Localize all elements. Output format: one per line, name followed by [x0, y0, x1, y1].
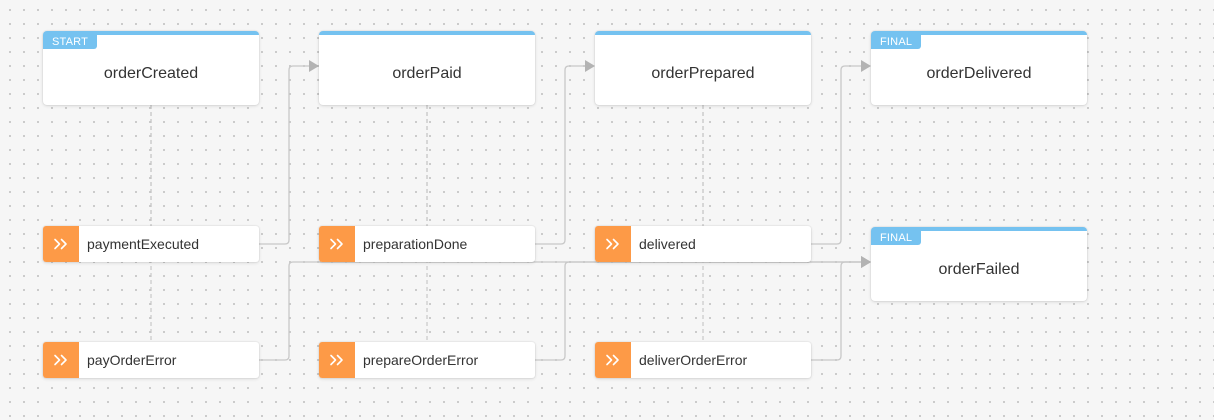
arrowhead-icon	[585, 60, 595, 72]
event-label: deliverOrderError	[639, 352, 748, 368]
event-label: prepareOrderError	[363, 352, 479, 368]
final-badge: FINAL	[871, 231, 922, 245]
state-label: orderFailed	[938, 261, 1020, 278]
transition-connector	[535, 65, 587, 245]
state-label: orderDelivered	[926, 65, 1032, 82]
event-node-deliverordererror[interactable]: deliverOrderError	[595, 342, 811, 378]
state-node-orderfailed[interactable]: FINAL orderFailed	[871, 227, 1087, 301]
state-node-orderprepared[interactable]: orderPrepared	[595, 31, 811, 105]
event-label: delivered	[639, 236, 696, 252]
event-node-preparationdone[interactable]: preparationDone	[319, 226, 535, 262]
start-badge: START	[43, 35, 98, 49]
state-node-orderpaid[interactable]: orderPaid	[319, 31, 535, 105]
transition-connector	[811, 261, 863, 361]
double-chevron-right-icon	[319, 342, 355, 378]
double-chevron-right-icon	[595, 226, 631, 262]
double-chevron-right-icon	[319, 226, 355, 262]
transition-connector	[811, 65, 863, 245]
state-node-ordercreated[interactable]: START orderCreated	[43, 31, 259, 105]
event-node-payordererror[interactable]: payOrderError	[43, 342, 259, 378]
arrowhead-icon	[861, 256, 871, 268]
double-chevron-right-icon	[43, 226, 79, 262]
double-chevron-right-icon	[43, 342, 79, 378]
arrowhead-icon	[309, 60, 319, 72]
state-node-orderdelivered[interactable]: FINAL orderDelivered	[871, 31, 1087, 105]
final-badge: FINAL	[871, 35, 922, 49]
transition-connector	[259, 261, 863, 361]
event-label: preparationDone	[363, 236, 468, 252]
state-label: orderPrepared	[651, 65, 755, 82]
state-label: orderCreated	[103, 65, 199, 82]
event-node-prepareordererror[interactable]: prepareOrderError	[319, 342, 535, 378]
arrowhead-icon	[861, 60, 871, 72]
event-label: paymentExecuted	[87, 236, 200, 252]
state-label: orderPaid	[392, 65, 462, 82]
double-chevron-right-icon	[595, 342, 631, 378]
event-label: payOrderError	[87, 352, 177, 368]
event-node-paymentexecuted[interactable]: paymentExecuted	[43, 226, 259, 262]
transition-connector	[259, 65, 311, 245]
event-node-delivered[interactable]: delivered	[595, 226, 811, 262]
transition-connector	[535, 261, 863, 361]
